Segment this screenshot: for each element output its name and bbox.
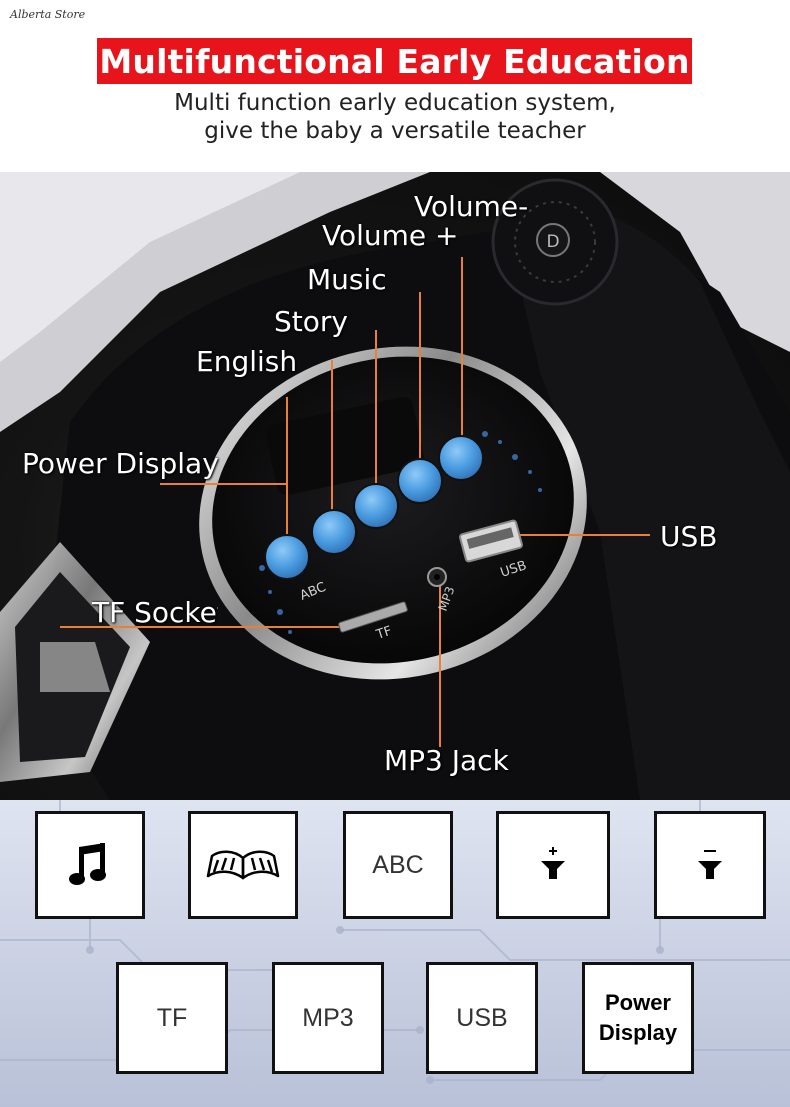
label-music: Music <box>307 263 387 296</box>
label-power-display: Power Display <box>22 447 219 480</box>
tile-mp3: MP3 <box>272 962 384 1074</box>
label-usb: USB <box>660 520 718 553</box>
product-photo: D <box>0 172 790 800</box>
store-watermark: Alberta Store <box>10 8 86 21</box>
title-banner <box>97 38 692 84</box>
tile-mp3-label: MP3 <box>302 1003 354 1032</box>
story-button[interactable] <box>311 509 357 555</box>
tile-volume-minus <box>654 811 766 919</box>
icon-legend: ABC TF MP3 USB Power Display <box>0 800 790 1107</box>
dial-letter: D <box>546 232 559 252</box>
label-volume-plus: Volume + <box>322 219 459 252</box>
music-note-icon <box>69 843 106 885</box>
label-volume-minus: Volume- <box>414 190 529 223</box>
subtitle-line-2: give the baby a versatile teacher <box>204 118 586 144</box>
subtitle-line-1: Multi function early education system, <box>174 90 616 116</box>
tile-power-display-line-1: Power <box>604 990 671 1016</box>
volume-plus-icon <box>541 847 565 879</box>
open-book-icon <box>206 850 280 880</box>
music-button[interactable] <box>353 483 399 529</box>
label-story: Story <box>274 305 348 338</box>
tile-power-display-line-2: Display <box>598 1020 678 1045</box>
tile-story <box>188 811 298 919</box>
tile-usb: USB <box>426 962 538 1074</box>
label-tf-socket: TF Socket <box>92 596 218 629</box>
tile-usb-label: USB <box>456 1003 508 1032</box>
tile-abc: ABC <box>343 811 453 919</box>
volume-minus-button[interactable] <box>438 435 484 481</box>
tf-slot[interactable] <box>338 601 408 633</box>
label-english: English <box>196 345 298 378</box>
tile-music <box>35 811 145 919</box>
page-title: Multifunctional Early Education <box>99 42 690 81</box>
dashboard-illustration: D <box>0 172 790 800</box>
english-button[interactable] <box>264 534 310 580</box>
volume-plus-button[interactable] <box>397 458 443 504</box>
label-mp3-jack: MP3 Jack <box>384 744 509 777</box>
tile-tf-label: TF <box>156 1003 188 1032</box>
tile-volume-plus <box>496 811 610 919</box>
tf-marking: TF <box>374 624 394 643</box>
volume-minus-icon <box>698 850 722 879</box>
tile-tf: TF <box>116 962 228 1074</box>
tile-abc-label: ABC <box>372 850 424 879</box>
tile-power-display: Power Display <box>582 962 694 1074</box>
